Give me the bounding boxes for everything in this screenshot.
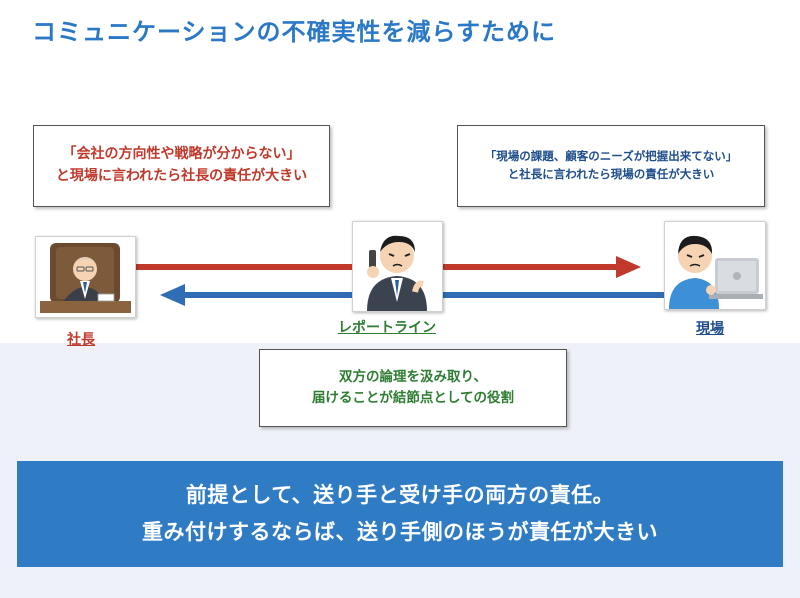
worker-at-laptop-icon [669,235,763,309]
note-line: 「会社の方向性や戦略が分からない」 [62,146,301,163]
president-label: 社長 [67,332,95,348]
note-report-line-role: 双方の論理を汲み取り、 届けることが結節点としての役割 [259,349,567,427]
conclusion-banner: 前提として、送り手と受け手の両方の責任。 重み付けするならば、送り手側のほうが責… [17,461,783,567]
president-card [35,236,136,318]
note-line: 届けることが結節点としての役割 [311,390,515,406]
note-line: と現場に言われたら社長の責任が大きい [55,168,308,184]
banner-line: 前提として、送り手と受け手の両方の責任。 [185,483,615,508]
report-line-label: レポートライン [338,320,436,336]
president-at-desk-icon [40,243,131,313]
report-line-card [352,221,443,312]
page-title: コミュニケーションの不確実性を減らすために [32,18,557,46]
banner-line: 重み付けするならば、送り手側のほうが責任が大きい [142,520,658,544]
note-line: と社長に言われたら現場の責任が大きい [507,167,715,181]
note-field-responsibility: 「現場の課題、顧客のニーズが把握出来てない」 と社長に言われたら現場の責任が大き… [457,125,765,207]
note-line: 双方の論理を汲み取り、 [339,369,487,386]
field-worker-card [664,221,766,310]
note-line: 「現場の課題、顧客のニーズが把握出来てない」 [484,149,738,164]
middle-manager-on-phone-icon [367,235,427,311]
field-label: 現場 [696,321,724,337]
note-president-responsibility: 「会社の方向性や戦略が分からない」 と現場に言われたら社長の責任が大きい [33,125,330,207]
